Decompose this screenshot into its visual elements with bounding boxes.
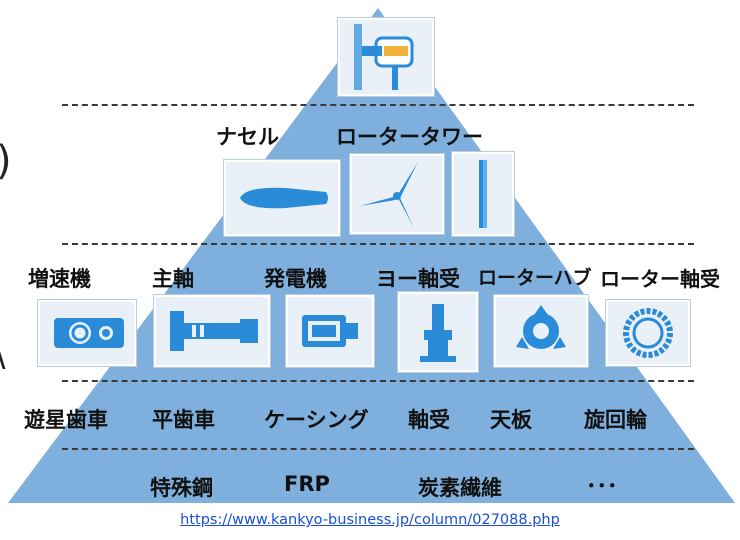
label-special-steel: 特殊鋼 — [150, 476, 213, 500]
rotor-bearing-icon — [606, 300, 690, 366]
tier-divider-1 — [62, 104, 694, 106]
side-mark-paren: ) — [0, 138, 12, 184]
nacelle-rotor-tower-icon — [338, 18, 434, 96]
rotor-hub-icon — [494, 295, 588, 367]
label-spur-gear: 平歯車 — [152, 408, 215, 432]
rotor-icon — [350, 154, 444, 234]
label-rotor-hub: ローターハブ — [478, 267, 592, 289]
gearbox-icon — [38, 300, 136, 366]
label-casing: ケーシング — [264, 408, 369, 432]
label-bearing: 軸受 — [408, 408, 450, 432]
label-frp: FRP — [284, 472, 330, 496]
label-main-shaft: 主軸 — [152, 267, 194, 291]
main-shaft-icon — [154, 295, 270, 367]
nacelle-icon — [224, 160, 340, 236]
label-generator: 発電機 — [264, 267, 327, 291]
side-mark-slash: \ — [0, 335, 5, 375]
label-rotor-bearing: ローター軸受 — [600, 267, 720, 291]
label-top-plate: 天板 — [490, 408, 532, 432]
label-ellipsis: ･･･ — [586, 474, 618, 498]
tier-divider-2 — [62, 243, 694, 245]
label-yaw-bearing: ヨー軸受 — [376, 267, 460, 291]
label-carbon-fiber: 炭素繊維 — [418, 476, 502, 500]
label-planetary-gear: 遊星歯車 — [24, 408, 108, 432]
label-slewing-ring: 旋回輪 — [584, 408, 647, 432]
yaw-bearing-icon — [398, 292, 478, 372]
tower-icon — [452, 152, 514, 236]
label-rotor-tower: ロータータワー — [336, 125, 483, 149]
tier-divider-3 — [62, 380, 694, 382]
source-link[interactable]: https://www.kankyo-business.jp/column/02… — [180, 512, 560, 528]
tier-divider-4 — [62, 448, 694, 450]
label-nacelle: ナセル — [216, 125, 279, 149]
generator-icon — [286, 295, 374, 367]
label-gearbox: 増速機 — [28, 267, 91, 291]
